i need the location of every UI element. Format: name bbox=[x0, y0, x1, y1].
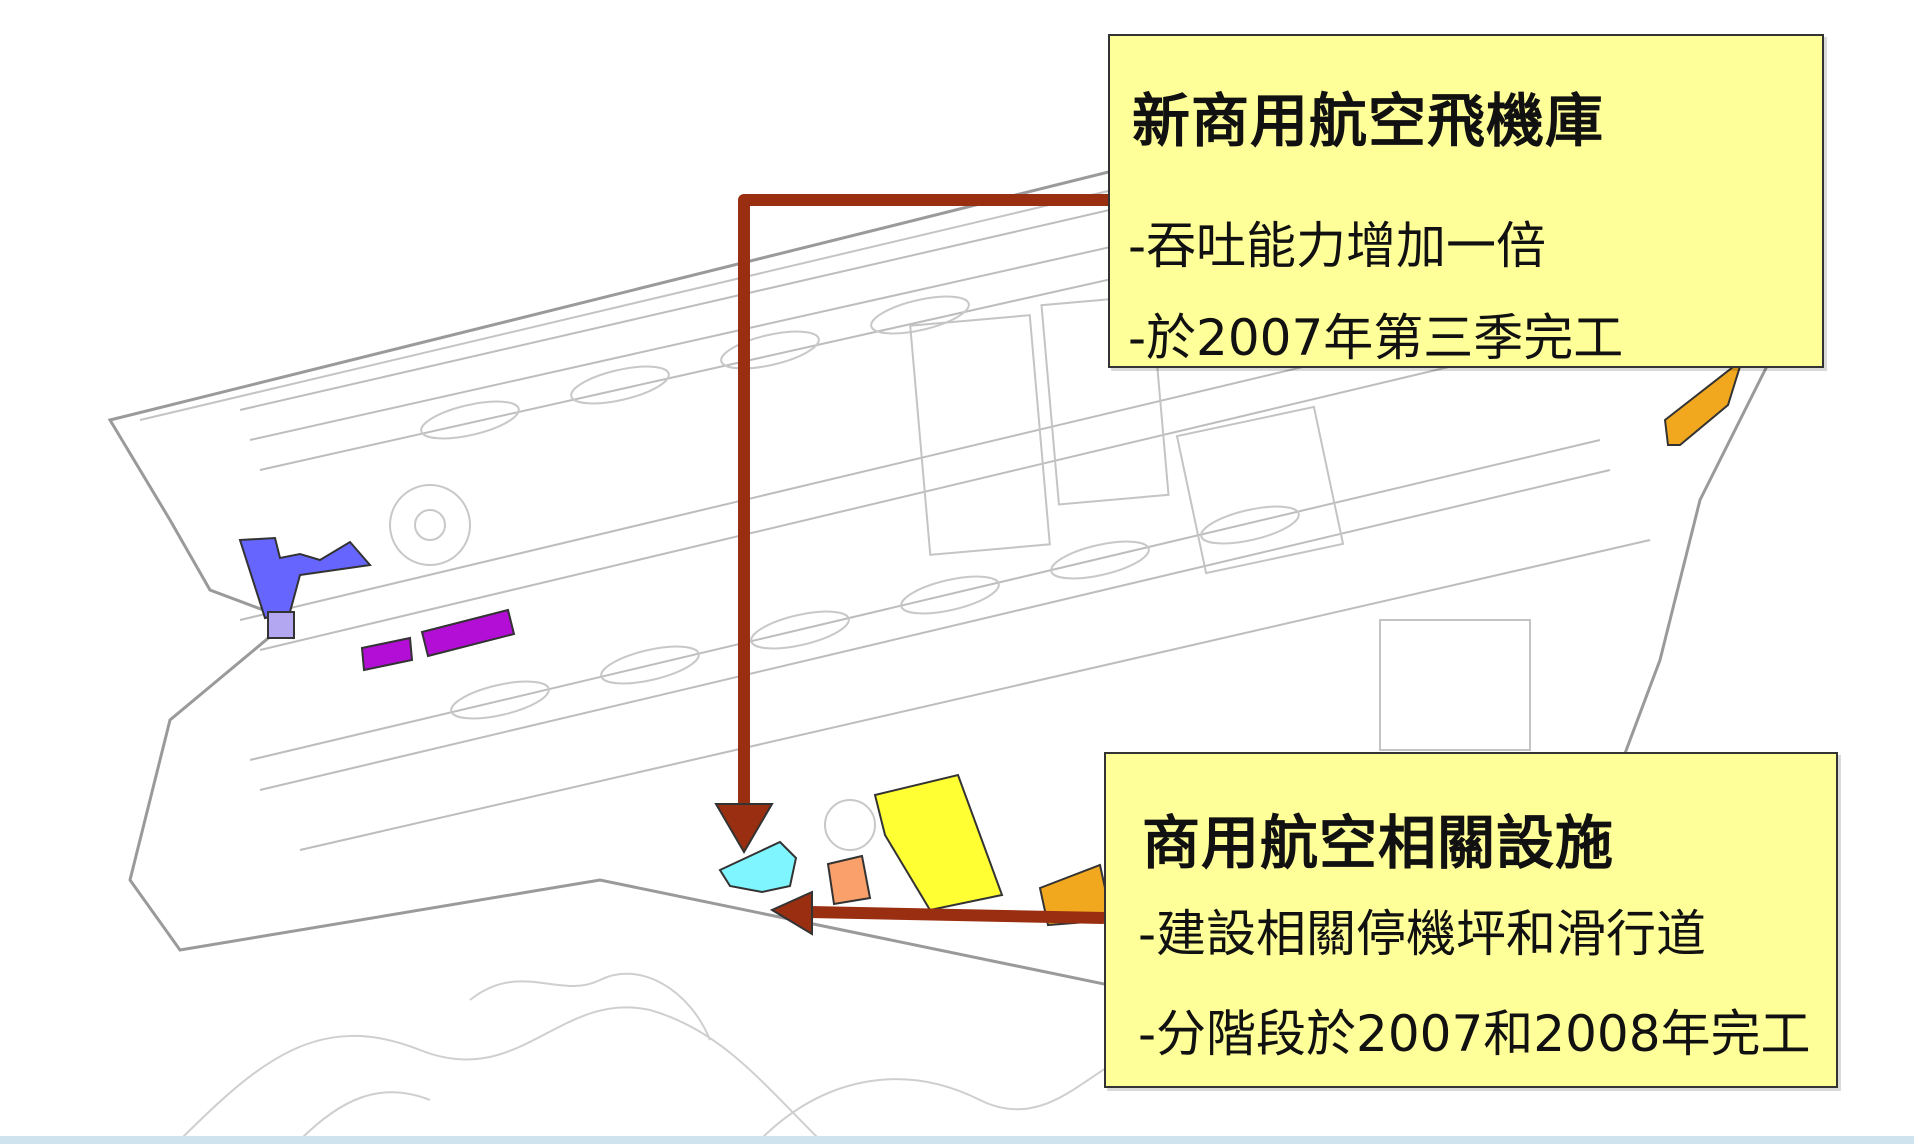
callout-arrows bbox=[738, 194, 1110, 924]
zone-orange-east bbox=[1663, 357, 1744, 446]
zone-purple-right bbox=[420, 608, 516, 658]
hangar-callout-line-completion: -於2007年第三季完工 bbox=[1128, 309, 1624, 367]
hangar-callout-line-capacity: -吞吐能力增加一倍 bbox=[1128, 217, 1547, 275]
arrowheads bbox=[714, 803, 813, 936]
hangar-callout: 新商用航空飛機庫 -吞吐能力增加一倍 -於2007年第三季完工 bbox=[1108, 34, 1824, 368]
facilities-callout-title: 商用航空相關設施 bbox=[1142, 809, 1615, 877]
zone-cyan bbox=[718, 840, 798, 894]
hangar-arrowhead bbox=[714, 803, 774, 854]
facilities-callout-line-phasing: -分階段於2007和2008年完工 bbox=[1138, 1005, 1811, 1063]
bottom-border bbox=[0, 1136, 1914, 1144]
zone-blue bbox=[238, 536, 372, 620]
land-use-zones bbox=[238, 357, 1744, 927]
hangar-callout-title: 新商用航空飛機庫 bbox=[1132, 87, 1605, 155]
facilities-arrowhead bbox=[769, 890, 813, 936]
zone-salmon bbox=[826, 854, 872, 906]
apron-stands bbox=[909, 294, 1531, 751]
zone-lavender bbox=[267, 611, 295, 639]
facilities-arrow bbox=[809, 906, 1105, 924]
zone-purple-left bbox=[360, 636, 414, 672]
hangar-arrow bbox=[738, 194, 1110, 805]
facilities-callout: 商用航空相關設施 -建設相關停機坪和滑行道 -分階段於2007和2008年完工 bbox=[1104, 752, 1838, 1088]
taxiway-ovals bbox=[389, 295, 1300, 851]
zone-yellow bbox=[873, 773, 1004, 912]
facilities-callout-line-apron: -建設相關停機坪和滑行道 bbox=[1138, 905, 1707, 963]
